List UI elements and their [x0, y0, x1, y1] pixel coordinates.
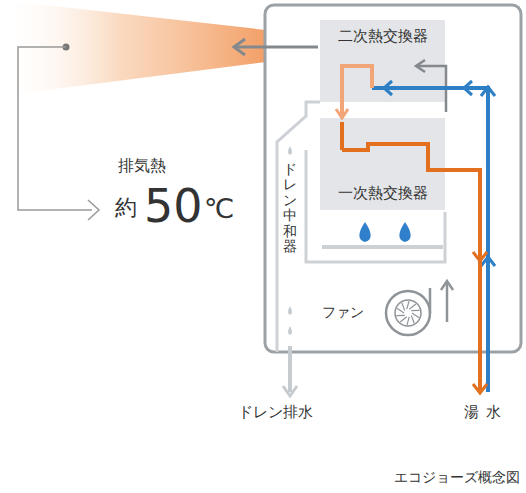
- flow-connector: [336, 102, 348, 118]
- cold-water-pipe: [372, 88, 488, 392]
- heat-exchanger-box: 一次熱交換器: [320, 118, 445, 210]
- exhaust-arrow: [236, 46, 318, 49]
- pipe-label: 湯: [464, 404, 479, 421]
- drain-arrow: [288, 346, 292, 392]
- part-label: ファン: [322, 305, 364, 320]
- gas-flow-arrow-head: [416, 60, 425, 72]
- inner-wall: [306, 150, 445, 262]
- pipe-label: 水: [486, 404, 501, 421]
- burner-flame: [359, 222, 410, 242]
- preheated-water-pipe: [342, 66, 372, 102]
- fan-symbol: [386, 281, 453, 335]
- inner-wall: [277, 102, 320, 352]
- approx-mark: 約: [115, 196, 137, 220]
- exhaust-arrow-head: [234, 39, 245, 55]
- fan-blades: [396, 301, 419, 325]
- box-title: 二次熱交換器: [338, 28, 428, 45]
- part-label: ドレン排水: [238, 404, 313, 421]
- leader-chevron: [88, 200, 99, 220]
- caption: エコジョーズ概念図: [394, 470, 520, 485]
- exhaust-label: 排気熱: [118, 157, 166, 175]
- drain-arrow-head: [283, 386, 297, 396]
- temperature-unit: ℃: [204, 194, 234, 224]
- temperature-value: 50: [144, 181, 203, 232]
- burner: [322, 245, 443, 249]
- part-label: ドレン中和器: [283, 162, 297, 254]
- housing: [265, 5, 521, 352]
- exhaust-plume: [0, 0, 266, 96]
- leader-line: [18, 47, 92, 210]
- hot-water-pipe: [342, 122, 480, 390]
- hot-water-arrow: [473, 252, 487, 393]
- heat-exchanger-box: 二次熱交換器: [320, 20, 445, 102]
- box-title: 一次熱交換器: [338, 185, 428, 202]
